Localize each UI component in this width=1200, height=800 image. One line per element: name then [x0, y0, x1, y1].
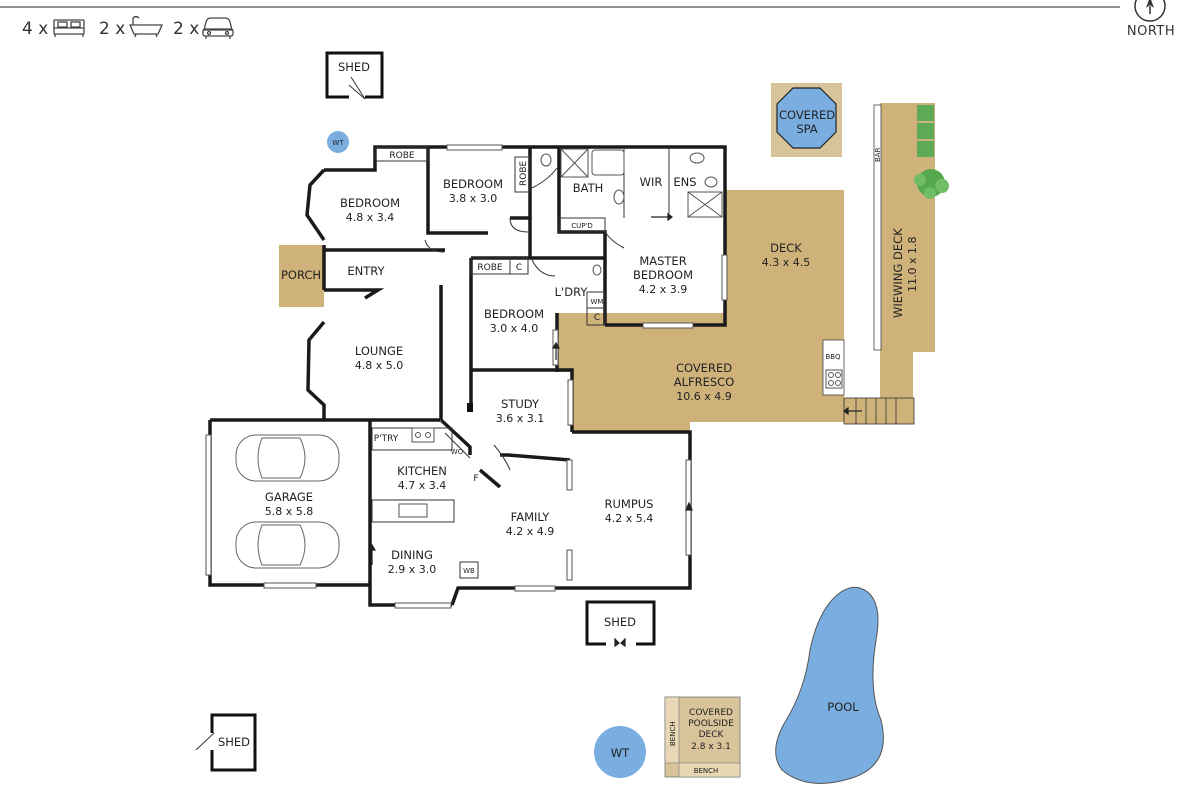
column-post [467, 403, 473, 412]
room-name: BEDROOM [484, 307, 544, 321]
room-dim: 11.0 x 1.8 [906, 237, 919, 293]
room-name: SHED [338, 60, 370, 74]
room-name: LOUNGE [355, 344, 403, 358]
room-name: RUMPUS [605, 497, 654, 511]
room-dim: 10.6 x 4.9 [676, 390, 732, 403]
room-dim: 4.2 x 5.4 [605, 512, 654, 525]
north-compass-icon [1134, 0, 1166, 22]
parking-count: 2 x [173, 19, 199, 39]
water-tank-large [594, 726, 646, 778]
room-name: SHED [218, 735, 250, 749]
room-name: COVERED [676, 361, 732, 375]
room-dim: 3.0 x 4.0 [490, 322, 539, 335]
room-name: BATH [573, 181, 604, 195]
room-name: ENS [673, 175, 696, 189]
room-dim: 2.8 x 3.1 [691, 742, 731, 752]
room-name: WT [611, 746, 630, 760]
room-labels: BEDROOM 4.8 x 3.4 ROBE BEDROOM 3.8 x 3.0… [218, 60, 919, 775]
room-name: POOLSIDE [688, 719, 734, 729]
room-name: C [594, 313, 600, 323]
outdoor-areas [279, 83, 935, 784]
room-dim: 4.3 x 4.5 [762, 256, 811, 269]
room-name: PORCH [281, 268, 321, 282]
bar-counter [873, 104, 882, 351]
car-icon [235, 434, 340, 569]
room-name: BEDROOM [633, 268, 693, 282]
room-name: ENTRY [347, 264, 385, 278]
room-name: L'DRY [555, 285, 589, 299]
room-name: FAMILY [511, 510, 551, 524]
room-name: BENCH [669, 721, 677, 746]
room-name: WT [332, 139, 344, 147]
deck-area [724, 190, 844, 313]
room-name: BBQ [825, 353, 841, 361]
porch-area [279, 245, 324, 307]
room-name: POOL [827, 700, 859, 714]
bed-icon [53, 19, 85, 37]
bench-bottom [678, 762, 741, 778]
room-name: GARAGE [265, 490, 313, 504]
room-name: WO [451, 448, 464, 456]
room-dim: 5.8 x 5.8 [265, 505, 314, 518]
shed-bottom [195, 713, 257, 772]
room-name: SHED [604, 615, 636, 629]
room-dim: 4.2 x 4.9 [506, 525, 555, 538]
bathroom-fixtures [398, 148, 843, 518]
room-name: WIR [640, 175, 663, 189]
room-name: COVERED [779, 108, 835, 122]
door-swings [350, 76, 625, 471]
room-name: WM [591, 298, 604, 306]
room-name: WB [463, 567, 475, 575]
shed-top [325, 51, 384, 100]
spa-water [776, 87, 837, 149]
pool-water [775, 586, 884, 784]
room-name: CUP'D [571, 222, 593, 230]
bbq-counter [822, 339, 845, 396]
room-name: COVERED [689, 708, 733, 718]
bench-left [664, 696, 680, 764]
room-name: WIEWING DECK [891, 228, 905, 318]
car-icon [202, 17, 234, 39]
room-name: DECK [699, 730, 725, 740]
room-name: KITCHEN [397, 464, 447, 478]
room-dim: 4.2 x 3.9 [639, 283, 688, 296]
room-dim: 2.9 x 3.0 [388, 563, 437, 576]
bathroom-count: 2 x [99, 19, 125, 39]
room-name: BENCH [694, 767, 719, 775]
room-name: BAR [874, 147, 882, 162]
room-name: BEDROOM [340, 196, 400, 210]
room-name: ROBE [477, 263, 503, 273]
room-dim: 3.6 x 3.1 [496, 412, 545, 425]
interior-thin-walls [371, 146, 670, 579]
room-name: P'TRY [374, 434, 399, 444]
plant-icons [914, 105, 949, 199]
room-name: DINING [391, 548, 433, 562]
room-dim: 3.8 x 3.0 [449, 192, 498, 205]
room-name: C [516, 263, 522, 273]
room-name: F [473, 474, 478, 484]
room-dim: 4.8 x 3.4 [346, 211, 395, 224]
north-label: NORTH [1127, 24, 1175, 39]
room-name: SPA [796, 122, 817, 136]
room-name: ROBE [389, 151, 415, 161]
room-dim: 4.7 x 3.4 [398, 479, 447, 492]
room-dim: 4.8 x 5.0 [355, 359, 404, 372]
room-name: DECK [770, 241, 802, 255]
bath-icon [128, 15, 164, 38]
alfresco-area [557, 313, 844, 432]
bedroom-count: 4 x [22, 19, 48, 39]
entry-arrow-icon [367, 212, 862, 648]
room-name: ALFRESCO [674, 375, 735, 389]
water-tank-small [327, 131, 349, 153]
room-name: BEDROOM [443, 177, 503, 191]
room-name: MASTER [639, 254, 686, 268]
room-name: STUDY [501, 397, 540, 411]
room-name: ROBE [519, 160, 529, 186]
